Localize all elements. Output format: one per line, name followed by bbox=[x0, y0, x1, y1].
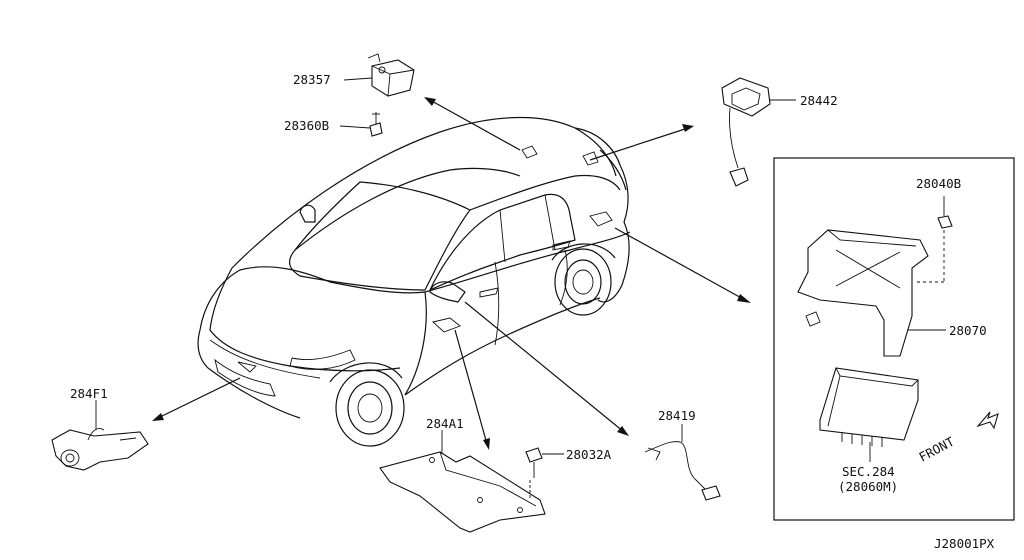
diagram-code: J28001PX bbox=[934, 536, 995, 551]
part-labels: 28357 28360B 28442 28040B 28070 284F1 28… bbox=[70, 72, 995, 551]
label-284A1: 284A1 bbox=[426, 416, 464, 431]
label-28442: 28442 bbox=[800, 93, 838, 108]
label-leader-lines bbox=[95, 77, 946, 462]
label-28357: 28357 bbox=[293, 72, 331, 87]
part-28419-illustration bbox=[644, 441, 721, 501]
part-284F1-illustration bbox=[51, 428, 149, 471]
label-28360B: 28360B bbox=[284, 118, 329, 133]
label-section-ref: SEC.284 bbox=[842, 464, 895, 479]
label-28419: 28419 bbox=[658, 408, 696, 423]
part-28442-illustration bbox=[721, 77, 771, 187]
label-28040B: 28040B bbox=[916, 176, 961, 191]
label-28070: 28070 bbox=[949, 323, 987, 338]
leader-arrows bbox=[152, 97, 751, 450]
vehicle-illustration bbox=[197, 116, 631, 447]
inset-box bbox=[773, 157, 1015, 521]
part-284A1-illustration bbox=[379, 451, 546, 533]
label-28032A: 28032A bbox=[566, 447, 612, 462]
part-28360B-illustration bbox=[369, 112, 383, 137]
label-front: FRONT bbox=[916, 434, 957, 465]
part-28357-illustration bbox=[367, 53, 415, 97]
label-284F1: 284F1 bbox=[70, 386, 108, 401]
label-section-sub: (28060M) bbox=[838, 479, 898, 494]
part-28032A-illustration bbox=[525, 447, 543, 478]
